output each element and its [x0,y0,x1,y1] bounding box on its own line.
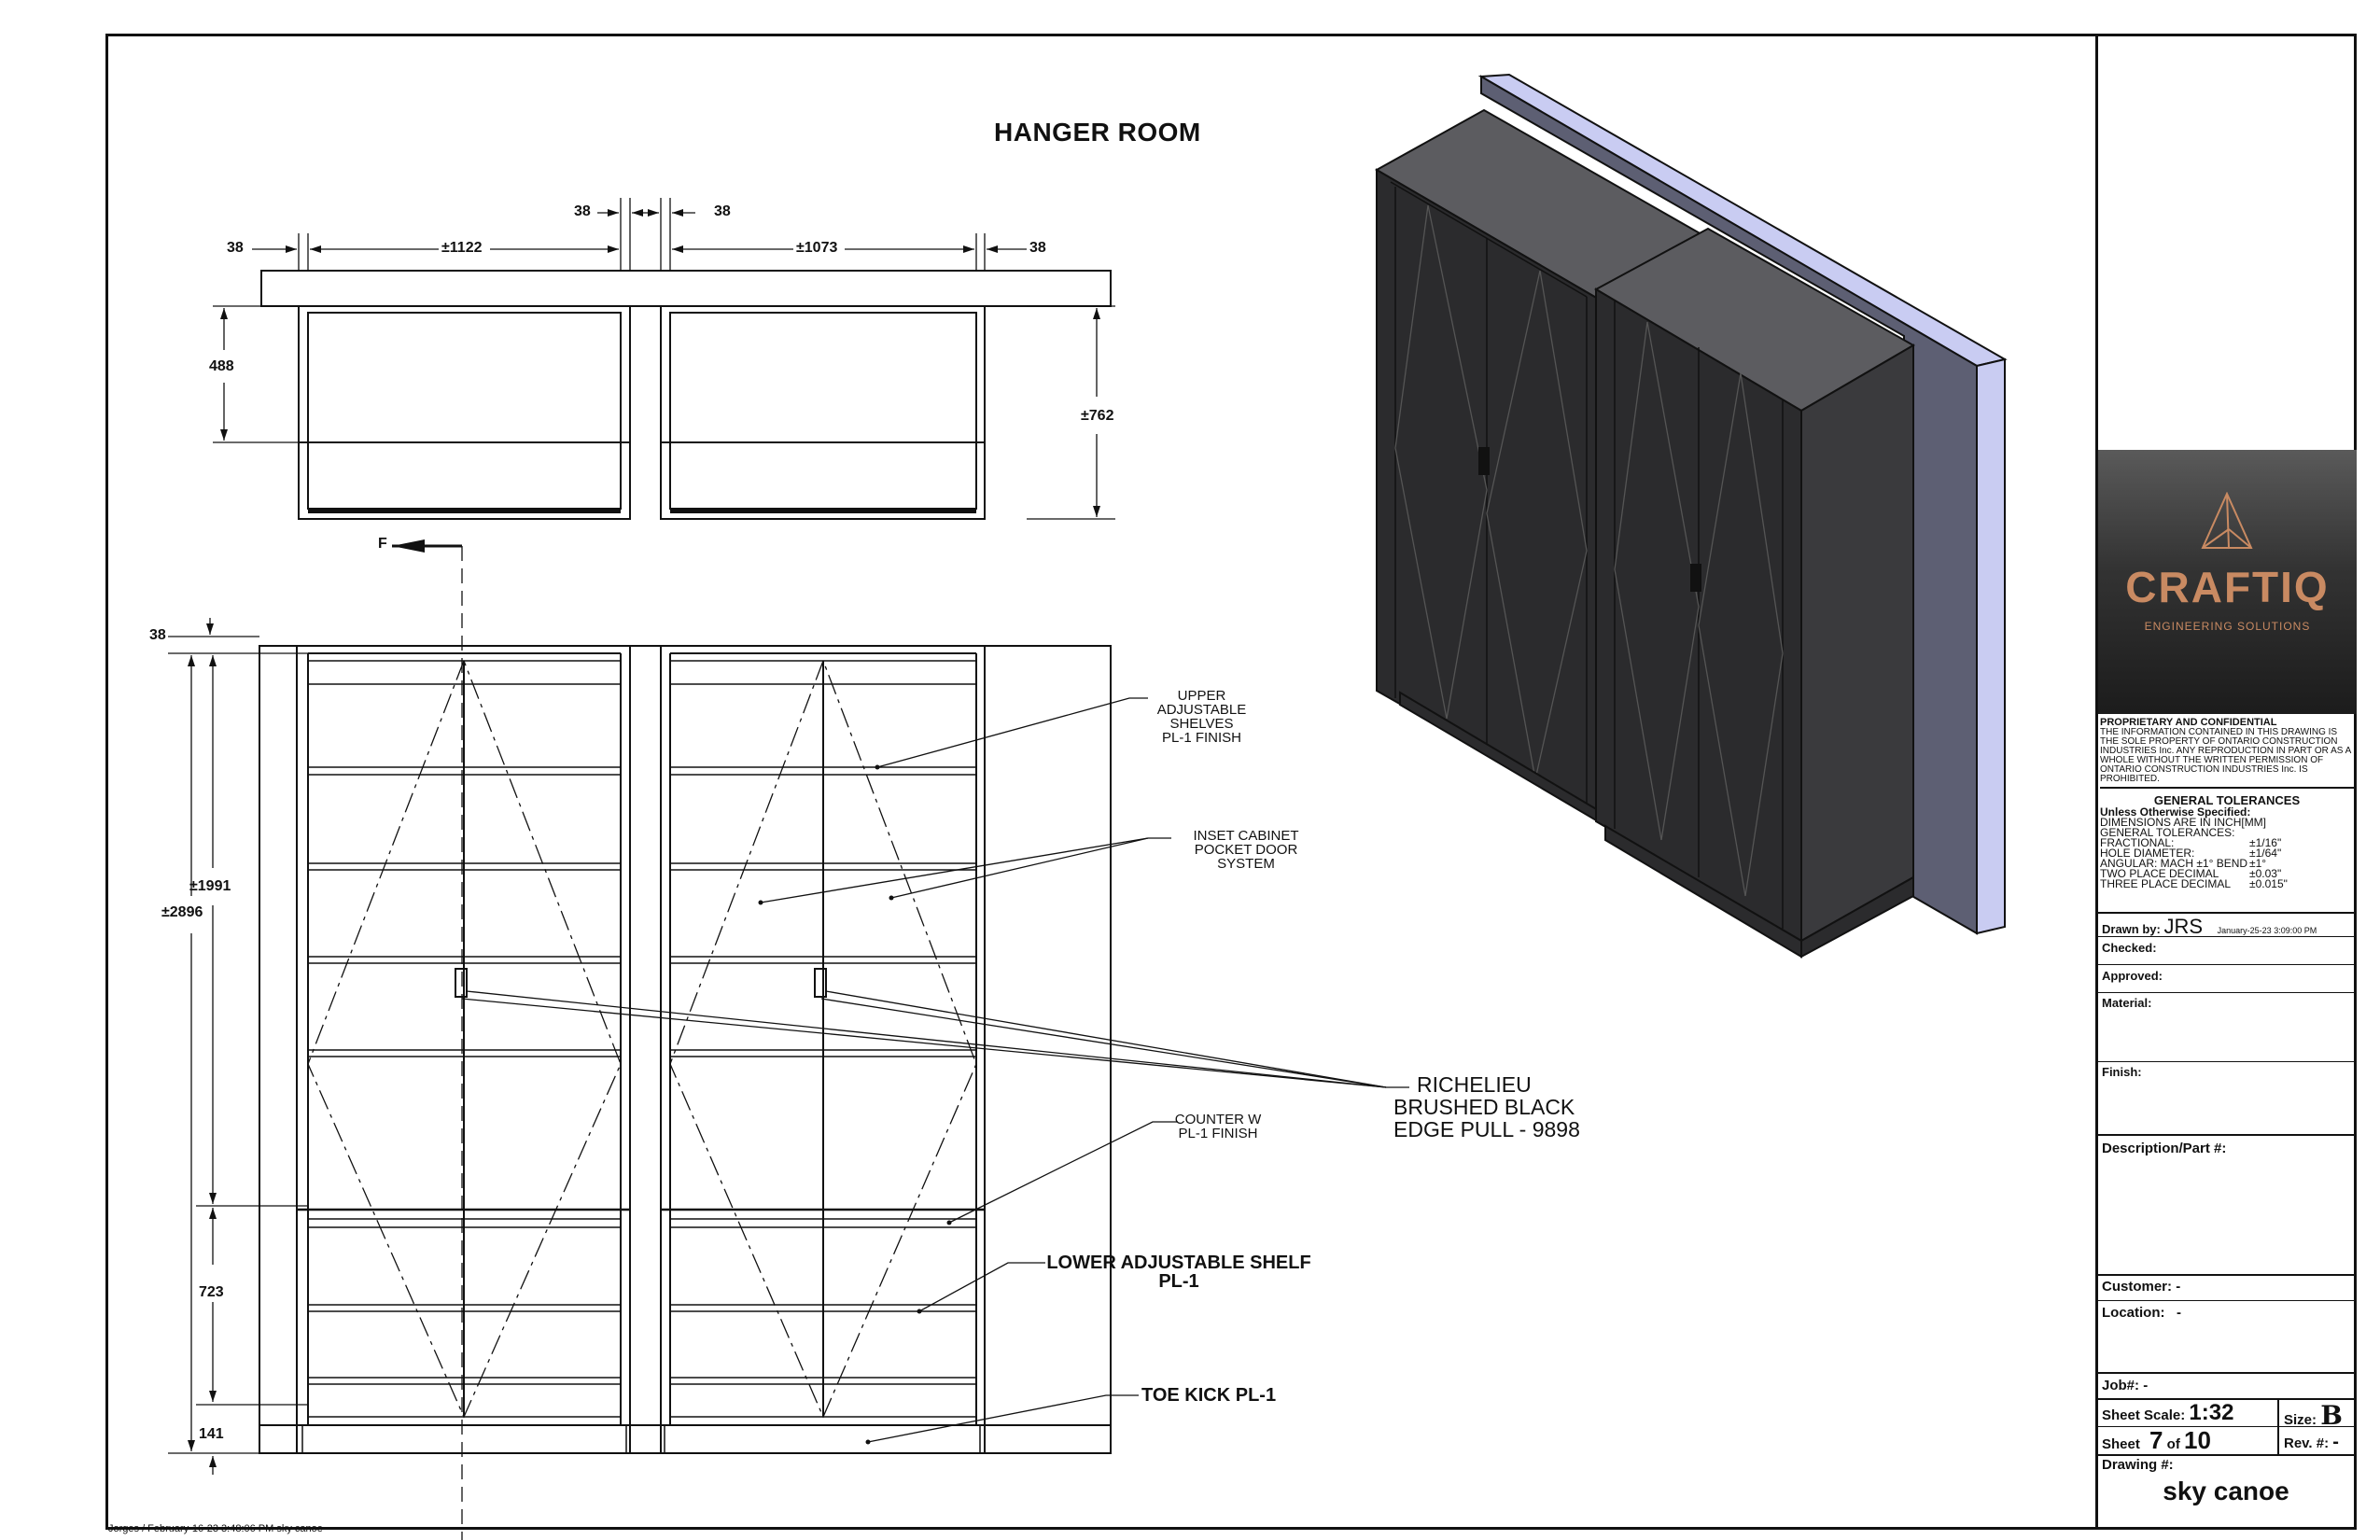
drawn-by-row: Drawn by: JRS January-25-23 3:09:00 PM [2102,915,2317,938]
rev-row: Rev. #: - [2284,1432,2339,1452]
drawing-title: HANGER ROOM [994,118,1201,147]
dim-2896: ±2896 [161,904,203,920]
callout-toe-kick: TOE KICK PL-1 [1141,1385,1277,1406]
title-block [2095,34,2357,1530]
callout-lower-shelf: LOWER ADJUSTABLE SHELF PL-1 [1046,1253,1311,1292]
divider [2095,992,2357,993]
dim-1991: ±1991 [189,878,231,894]
footer-stamp: Jorges / February-16-23 3:48:06 PM sky c… [108,1523,323,1534]
finish-label: Finish: [2102,1065,2142,1079]
callout-inset-cabinet: INSET CABINET POCKET DOOR SYSTEM [1193,828,1299,872]
dim-38-mid-b: 38 [714,203,731,219]
divider [2095,936,2357,937]
dim-38-mid-a: 38 [574,203,591,219]
dim-723: 723 [199,1284,224,1300]
dim-38-elev: 38 [149,627,166,643]
general-tolerances: GENERAL TOLERANCES Unless Otherwise Spec… [2100,793,2301,890]
divider [2095,1061,2357,1062]
drawing-number: sky canoe [2163,1477,2289,1505]
drawing-number-label: Drawing #: [2102,1457,2174,1473]
proprietary-notice: PROPRIETARY AND CONFIDENTIAL THE INFORMA… [2100,718,2354,789]
callout-counter: COUNTER W PL-1 FINISH [1174,1112,1262,1141]
logo-name: CRAFTIQ [2125,563,2330,611]
divider [2095,1454,2357,1456]
logo-tagline: ENGINEERING SOLUTIONS [2144,620,2311,633]
sheet-row: Sheet 7 of 10 [2102,1426,2211,1454]
plan-cabinet-left [298,305,631,520]
dim-1122: ±1122 [441,240,483,256]
divider [2095,964,2357,965]
material-label: Material: [2102,996,2152,1010]
plan-counter-top [260,270,1112,307]
section-marker-top: F [378,536,387,552]
drawing-border [105,34,2357,1530]
dim-488: 488 [209,358,234,374]
job-row: Job#: - [2102,1378,2149,1393]
customer-row: Customer: - [2102,1279,2181,1295]
callout-upper-shelves: UPPER ADJUSTABLE SHELVES PL-1 FINISH [1156,688,1247,746]
divider [2095,1300,2357,1301]
isometric-view [1374,73,2008,959]
divider [2095,1134,2357,1136]
divider [2095,912,2357,914]
dim-141: 141 [199,1426,224,1442]
dim-762: ±762 [1081,408,1114,424]
size-row: Size: B [2284,1400,2343,1431]
divider [2095,1426,2357,1427]
dim-38-top-right: 38 [1029,240,1046,256]
callout-richelieu: RICHELIEU BRUSHED BLACK EDGE PULL - 9898 [1393,1072,1580,1141]
approved-label: Approved: [2102,969,2163,983]
dim-1073: ±1073 [796,240,838,256]
divider [2095,1398,2357,1400]
location-row: Location: - [2102,1305,2182,1321]
checked-label: Checked: [2102,941,2157,955]
divider [2095,1372,2357,1374]
technical-drawing [168,73,2008,1540]
description-label: Description/Part #: [2102,1141,2227,1156]
divider [2095,1274,2357,1276]
pyramid-logo-icon [2201,492,2253,549]
sheet-scale-row: Sheet Scale: 1:32 [2102,1400,2234,1425]
plan-cabinet-right [660,305,986,520]
company-logo: CRAFTIQ ENGINEERING SOLUTIONS [2098,450,2357,714]
dim-38-top-left: 38 [227,240,244,256]
